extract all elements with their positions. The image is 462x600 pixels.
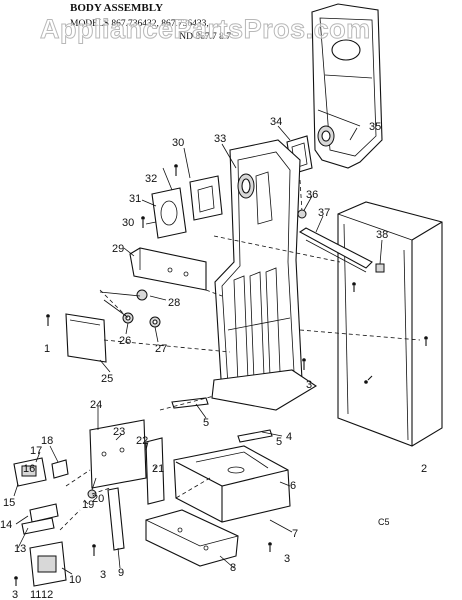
callout-28: 28 [168, 297, 180, 309]
assembly-dashed-lines [59, 179, 421, 531]
callout-30-upper: 30 [172, 137, 184, 149]
callout-26: 26 [119, 335, 131, 347]
callout-10: 10 [69, 574, 81, 586]
part-29-bracket [129, 247, 207, 291]
callout-12: 12 [41, 589, 53, 600]
part-5-strip [171, 397, 209, 409]
part-35-flue-hood [311, 3, 383, 169]
callout-3-lower-right: 3 [284, 553, 290, 565]
callout-20: 20 [92, 493, 104, 505]
callout-36: 36 [306, 189, 318, 201]
screws [14, 164, 428, 586]
callout-3-lower-left: 3 [100, 569, 106, 581]
callout-24: 24 [90, 399, 102, 411]
part-25-panel [65, 313, 107, 363]
callout-13: 13 [14, 543, 26, 555]
callout-37: 37 [318, 207, 330, 219]
part-21-bracket [145, 437, 165, 505]
part-33-body [211, 139, 318, 411]
part-14-clip [21, 517, 55, 535]
parts-26-27-28-fittings [99, 289, 161, 328]
callout-2: 2 [421, 463, 427, 475]
callout-29: 29 [112, 243, 124, 255]
callout-32: 32 [145, 173, 157, 185]
part-23-panel [89, 419, 147, 489]
part-6-drawer [173, 445, 291, 523]
watermark: AppliancePartsPros.com [40, 14, 371, 45]
callout-9: 9 [118, 567, 124, 579]
diagram-title: BODY ASSEMBLY [70, 2, 164, 14]
part-11-receptacle [29, 541, 67, 587]
callout-8: 8 [230, 562, 236, 574]
callout-3-upper: 3 [306, 379, 312, 391]
callout-15: 15 [3, 497, 15, 509]
callout-1: 1 [44, 343, 50, 355]
model-numbers-line-2: ND 867.7 8 7 [70, 32, 231, 42]
callout-6: 6 [290, 480, 296, 492]
part-37-bracket [298, 227, 373, 273]
part-16-switch [13, 457, 47, 487]
callout-27: 27 [155, 343, 167, 355]
callout-5-right: 5 [276, 436, 282, 448]
callout-17: 17 [30, 445, 42, 457]
callout-19: 19 [82, 499, 94, 511]
callout-21: 21 [152, 463, 164, 475]
part-32-gasket [189, 175, 223, 221]
model-numbers-line-1: MODELS 867.736432, 867.736433, [70, 19, 209, 29]
part-4-strip [237, 429, 273, 443]
part-18-knob-plate [51, 459, 69, 479]
callout-3-bottom: 3 [12, 589, 18, 600]
part-8-plate [145, 509, 239, 567]
model-numbers: MODELS 867.736432, 867.736433, ND 867.7 … [70, 18, 231, 44]
callout-33: 33 [214, 133, 226, 145]
part-9-bar [107, 487, 125, 551]
corner-code: C5 [378, 517, 390, 527]
callout-labels: 1 2 3 3 3 3 4 5 5 6 7 8 9 10 11 12 13 14… [0, 116, 427, 600]
callout-31: 31 [129, 193, 141, 205]
callout-4: 4 [286, 431, 292, 443]
leader-lines [13, 125, 383, 575]
callout-30-lower: 30 [122, 217, 134, 229]
callout-25: 25 [101, 373, 113, 385]
callout-16: 16 [23, 463, 35, 475]
callout-38: 38 [376, 229, 388, 241]
callout-5-left: 5 [203, 417, 209, 429]
part-31-gasket [151, 187, 187, 239]
callout-22: 22 [136, 435, 148, 447]
callout-11: 11 [30, 589, 41, 600]
callout-14: 14 [0, 519, 12, 531]
part-2-side-panel [337, 201, 443, 447]
callout-34: 34 [270, 116, 282, 128]
part-13-clip [29, 503, 59, 523]
callout-18: 18 [41, 435, 53, 447]
callout-35: 35 [369, 121, 381, 133]
callout-7: 7 [292, 528, 298, 540]
callout-23: 23 [113, 426, 125, 438]
